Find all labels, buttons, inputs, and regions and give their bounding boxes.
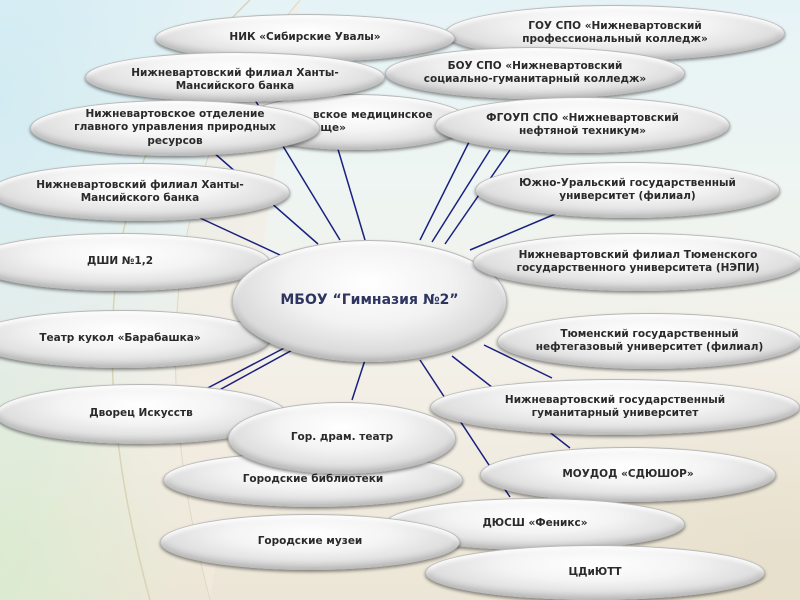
node-nature: Нижневартовское отделение главного управ… [30, 100, 320, 156]
node-tsogu: Тюменский государственный нефтегазовый у… [497, 313, 800, 369]
node-label: ФГОУП СПО «Нижневартовский нефтяной техн… [486, 111, 679, 137]
node-label: ДШИ №1,2 [87, 255, 153, 268]
node-museums: Городские музеи [160, 514, 460, 570]
node-label: Нижневартовский государственный гуманита… [504, 393, 726, 419]
node-bou-spo: БОУ СПО «Нижневартовский социально-гуман… [385, 47, 685, 99]
node-label: Нижневартовский филиал Тюменского госуда… [516, 248, 760, 274]
node-khm-bank: Нижневартовский филиал Ханты-Мансийского… [0, 163, 290, 221]
node-tsdiyutt: ЦДиЮТТ [425, 545, 765, 600]
node-label: Городские музеи [257, 535, 363, 548]
node-label: НИК «Сибирские Увалы» [229, 31, 381, 44]
node-center: МБОУ “Гимназия №2” [232, 240, 507, 362]
node-label: Дворец Искусств [89, 407, 193, 420]
connector-drama [351, 359, 366, 401]
node-palace: Дворец Искусств [0, 384, 287, 444]
node-label: ДЮСШ «Феникс» [482, 517, 588, 530]
node-ngu: Нижневартовский государственный гуманита… [430, 379, 800, 435]
connector-ngu [483, 344, 553, 379]
connector-palace [211, 347, 297, 395]
node-label: Южно-Уральский государственный университ… [519, 176, 736, 202]
node-label: Нижневартовское отделение главного управ… [74, 108, 276, 147]
node-label: Гор. драм. театр [290, 431, 394, 444]
connector-puppet [199, 344, 291, 393]
connector-susu [469, 211, 561, 251]
node-khm-bank-top: Нижневартовский филиал Ханты-Мансийского… [85, 52, 385, 102]
node-drama: Гор. драм. театр [228, 402, 456, 474]
node-label: Театр кукол «Барабашка» [39, 332, 201, 345]
connector-bou-spo [431, 149, 491, 243]
node-label: БОУ СПО «Нижневартовский социально-гуман… [423, 59, 647, 85]
node-label: Нижневартовский филиал Ханты-Мансийского… [36, 178, 244, 204]
node-label: ГОУ СПО «Нижневартовский профессиональны… [522, 19, 708, 45]
node-label: Нижневартовский филиал Ханты-Мансийского… [131, 66, 339, 92]
connector-fgoup [444, 149, 511, 245]
node-label: ЦДиЮТТ [568, 565, 622, 578]
node-label: МОУДОД «СДЮШОР» [562, 467, 694, 480]
center-label: МБОУ “Гимназия №2” [280, 292, 459, 309]
node-label: Тюменский государственный нефтегазовый у… [535, 327, 764, 353]
node-susu: Южно-Уральский государственный университ… [475, 162, 780, 218]
node-label: Городские библиотеки [242, 472, 384, 485]
connector-gou-spo [419, 139, 471, 241]
node-tyumgu: Нижневартовский филиал Тюменского госуда… [473, 233, 800, 291]
connector-khm-bank [199, 217, 281, 256]
node-fgoup: ФГОУП СПО «Нижневартовский нефтяной техн… [435, 97, 730, 153]
node-sdyushor: МОУДОД «СДЮШОР» [480, 447, 776, 502]
